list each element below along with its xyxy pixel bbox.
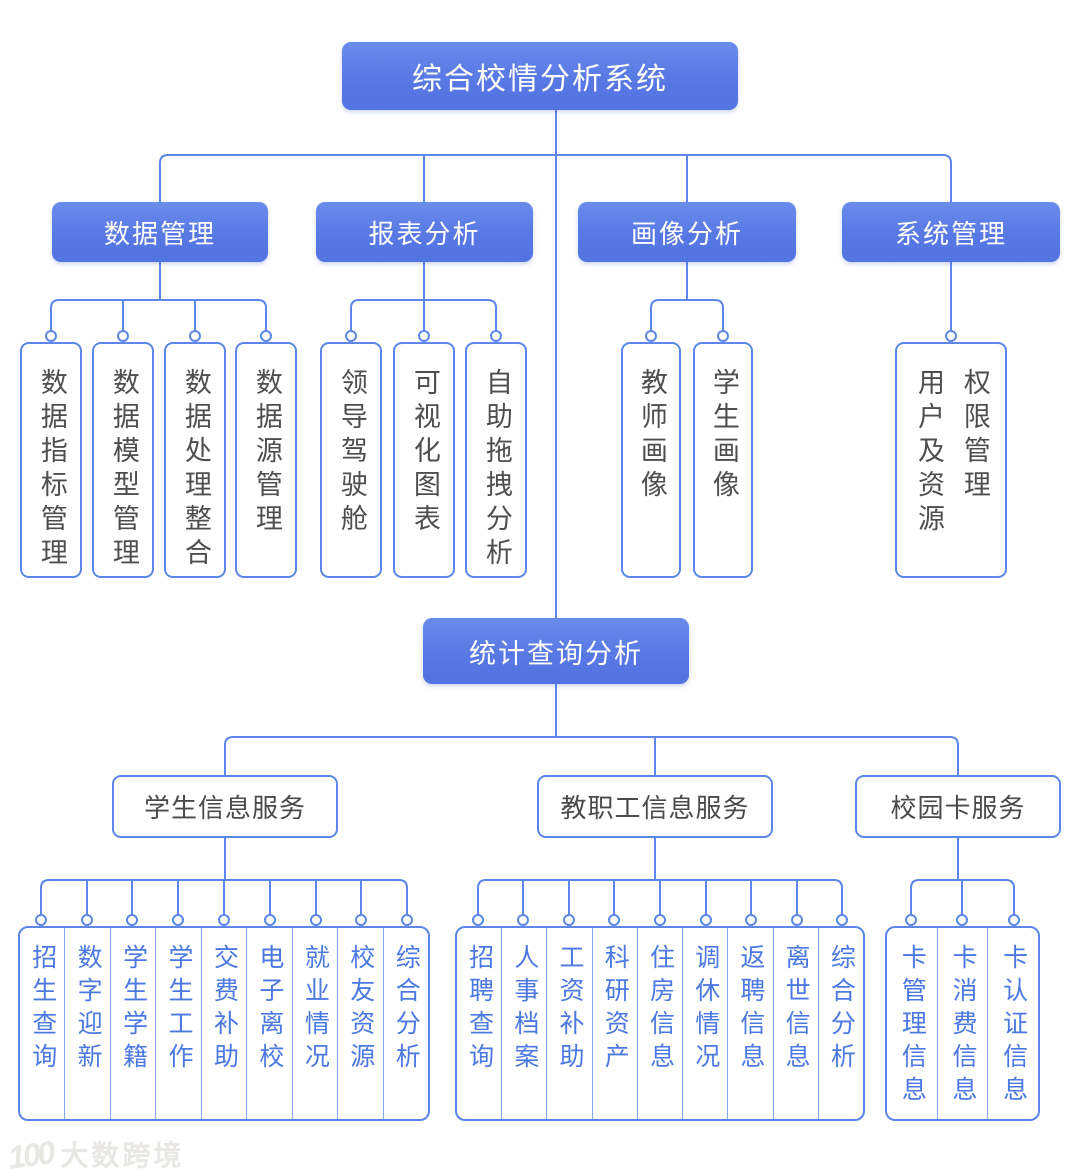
leaf-label: 可视化图表	[409, 368, 440, 538]
leaf-label: 数据处理整合	[180, 368, 211, 572]
leaf-label: 学生学籍	[119, 944, 148, 1076]
leaf-label: 离世信息	[782, 944, 811, 1076]
node-student-info-service: 学生信息服务	[112, 775, 338, 838]
leaf-label: 招生查询	[28, 944, 57, 1076]
leaf-label: 领导驾驶舱	[336, 368, 367, 538]
leaf-label: 卡管理信息	[898, 944, 927, 1109]
leaf-label: 调休情况	[691, 944, 720, 1076]
node-label: 教职工信息服务	[560, 793, 750, 823]
leaf-payment-subsidy: 交费补助	[200, 928, 246, 1119]
leaf-label: 教师画像	[636, 368, 667, 504]
leaf-card-authentication-info: 卡认证信息	[987, 928, 1038, 1119]
leaf-alumni-resources: 校友资源	[337, 928, 382, 1119]
leaf-student-work: 学生工作	[155, 928, 200, 1119]
leaf-label: 数据指标管理	[36, 368, 67, 572]
watermark-text: 大数跨境	[60, 1140, 185, 1171]
leaf-data-model-management: 数据模型管理	[92, 342, 154, 578]
leaf-label: 校友资源	[346, 944, 375, 1076]
leaf-label: 工资补助	[556, 944, 585, 1076]
node-label: 系统管理	[894, 218, 1007, 249]
leaf-label: 科研资产	[601, 944, 630, 1076]
leaf-digital-welcome: 数字迎新	[64, 928, 109, 1119]
leaf-visualization-charts: 可视化图表	[393, 342, 455, 578]
report-analysis-bus	[350, 262, 497, 331]
node-data-management: 数据管理	[52, 202, 268, 262]
leaf-housing-info: 住房信息	[636, 928, 682, 1119]
leaf-electronic-leaving: 电子离校	[246, 928, 291, 1119]
leaf-leave-status: 调休情况	[682, 928, 727, 1119]
student-service-bus	[40, 838, 408, 915]
node-statistical-query-analysis: 统计查询分析	[423, 618, 689, 684]
group-student-info-service: 招生查询 数字迎新 学生学籍 学生工作 交费补助 电子离校 就业情况 校友资源 …	[18, 926, 430, 1121]
node-staff-info-service: 教职工信息服务	[537, 775, 773, 838]
leaf-salary-subsidy: 工资补助	[546, 928, 591, 1119]
leaf-student-portrait: 学生画像	[693, 342, 753, 578]
leaf-rehire-info: 返聘信息	[727, 928, 772, 1119]
connector-dots	[35, 330, 1020, 926]
node-root-system: 综合校情分析系统	[342, 42, 738, 110]
leaf-user-resource-permission-management: 用户及资源权限管理	[895, 342, 1007, 578]
node-campus-card-service: 校园卡服务	[855, 775, 1061, 838]
leaf-comprehensive-analysis: 综合分析	[817, 928, 863, 1119]
leaf-label: 卡认证信息	[999, 944, 1028, 1109]
leaf-data-processing-integration: 数据处理整合	[164, 342, 226, 578]
leaf-comprehensive-analysis: 综合分析	[382, 928, 428, 1119]
node-portrait-analysis: 画像分析	[578, 202, 796, 262]
watermark-logo: 100	[5, 1134, 55, 1176]
node-label: 画像分析	[630, 218, 743, 249]
portrait-analysis-bus	[650, 262, 724, 331]
leaf-label: 综合分析	[392, 944, 421, 1076]
leaf-label: 数据模型管理	[108, 368, 139, 572]
leaf-label: 自助拖拽分析	[481, 368, 512, 572]
leaf-recruitment-query: 招聘查询	[457, 928, 501, 1119]
leaf-label: 人事档案	[510, 944, 539, 1076]
node-label: 统计查询分析	[469, 638, 643, 669]
node-label: 学生信息服务	[143, 793, 306, 823]
leaf-label: 交费补助	[210, 944, 239, 1076]
leaf-label: 就业情况	[301, 944, 330, 1076]
leaf-label: 用户及资源权限管理	[914, 368, 990, 538]
leaf-label: 综合分析	[827, 944, 856, 1076]
leaf-label: 学生画像	[708, 368, 739, 504]
leaf-card-management-info: 卡管理信息	[887, 928, 937, 1119]
watermark: 100 大数跨境	[5, 1134, 185, 1176]
leaf-employment-status: 就业情况	[291, 928, 337, 1119]
leaf-label: 数字迎新	[74, 944, 103, 1076]
node-system-management: 系统管理	[842, 202, 1060, 262]
leaf-label: 学生工作	[165, 944, 194, 1076]
leaf-deceased-info: 离世信息	[772, 928, 818, 1119]
card-service-bus	[910, 838, 1015, 915]
staff-service-bus	[477, 838, 843, 915]
group-staff-info-service: 招聘查询 人事档案 工资补助 科研资产 住房信息 调休情况 返聘信息 离世信息 …	[455, 926, 865, 1121]
node-label: 校园卡服务	[890, 793, 1026, 823]
leaf-data-source-management: 数据源管理	[235, 342, 297, 578]
leaf-data-indicator-management: 数据指标管理	[20, 342, 82, 578]
data-management-bus	[50, 262, 267, 331]
leaf-label: 招聘查询	[465, 944, 494, 1076]
node-label: 数据管理	[103, 218, 216, 249]
leaf-self-service-drag-analysis: 自助拖拽分析	[465, 342, 527, 578]
leaf-research-assets: 科研资产	[591, 928, 637, 1119]
group-campus-card-service: 卡管理信息 卡消费信息 卡认证信息	[885, 926, 1040, 1121]
leaf-student-status: 学生学籍	[109, 928, 155, 1119]
leaf-label: 返聘信息	[736, 944, 765, 1076]
level1-bus	[159, 154, 952, 202]
leaf-personnel-files: 人事档案	[501, 928, 546, 1119]
leaf-teacher-portrait: 教师画像	[621, 342, 681, 578]
node-root-label: 综合校情分析系统	[412, 63, 668, 96]
leaf-label: 电子离校	[255, 944, 284, 1076]
connector-lines	[40, 110, 1015, 915]
node-label: 报表分析	[368, 218, 481, 249]
leaf-enrollment-query: 招生查询	[20, 928, 64, 1119]
node-report-analysis: 报表分析	[316, 202, 533, 262]
leaf-card-consumption-info: 卡消费信息	[936, 928, 988, 1119]
leaf-label: 数据源管理	[251, 368, 282, 538]
leaf-label: 住房信息	[646, 944, 675, 1076]
leaf-leadership-cockpit: 领导驾驶舱	[320, 342, 382, 578]
services-bus	[224, 736, 959, 775]
leaf-label: 卡消费信息	[949, 944, 977, 1109]
